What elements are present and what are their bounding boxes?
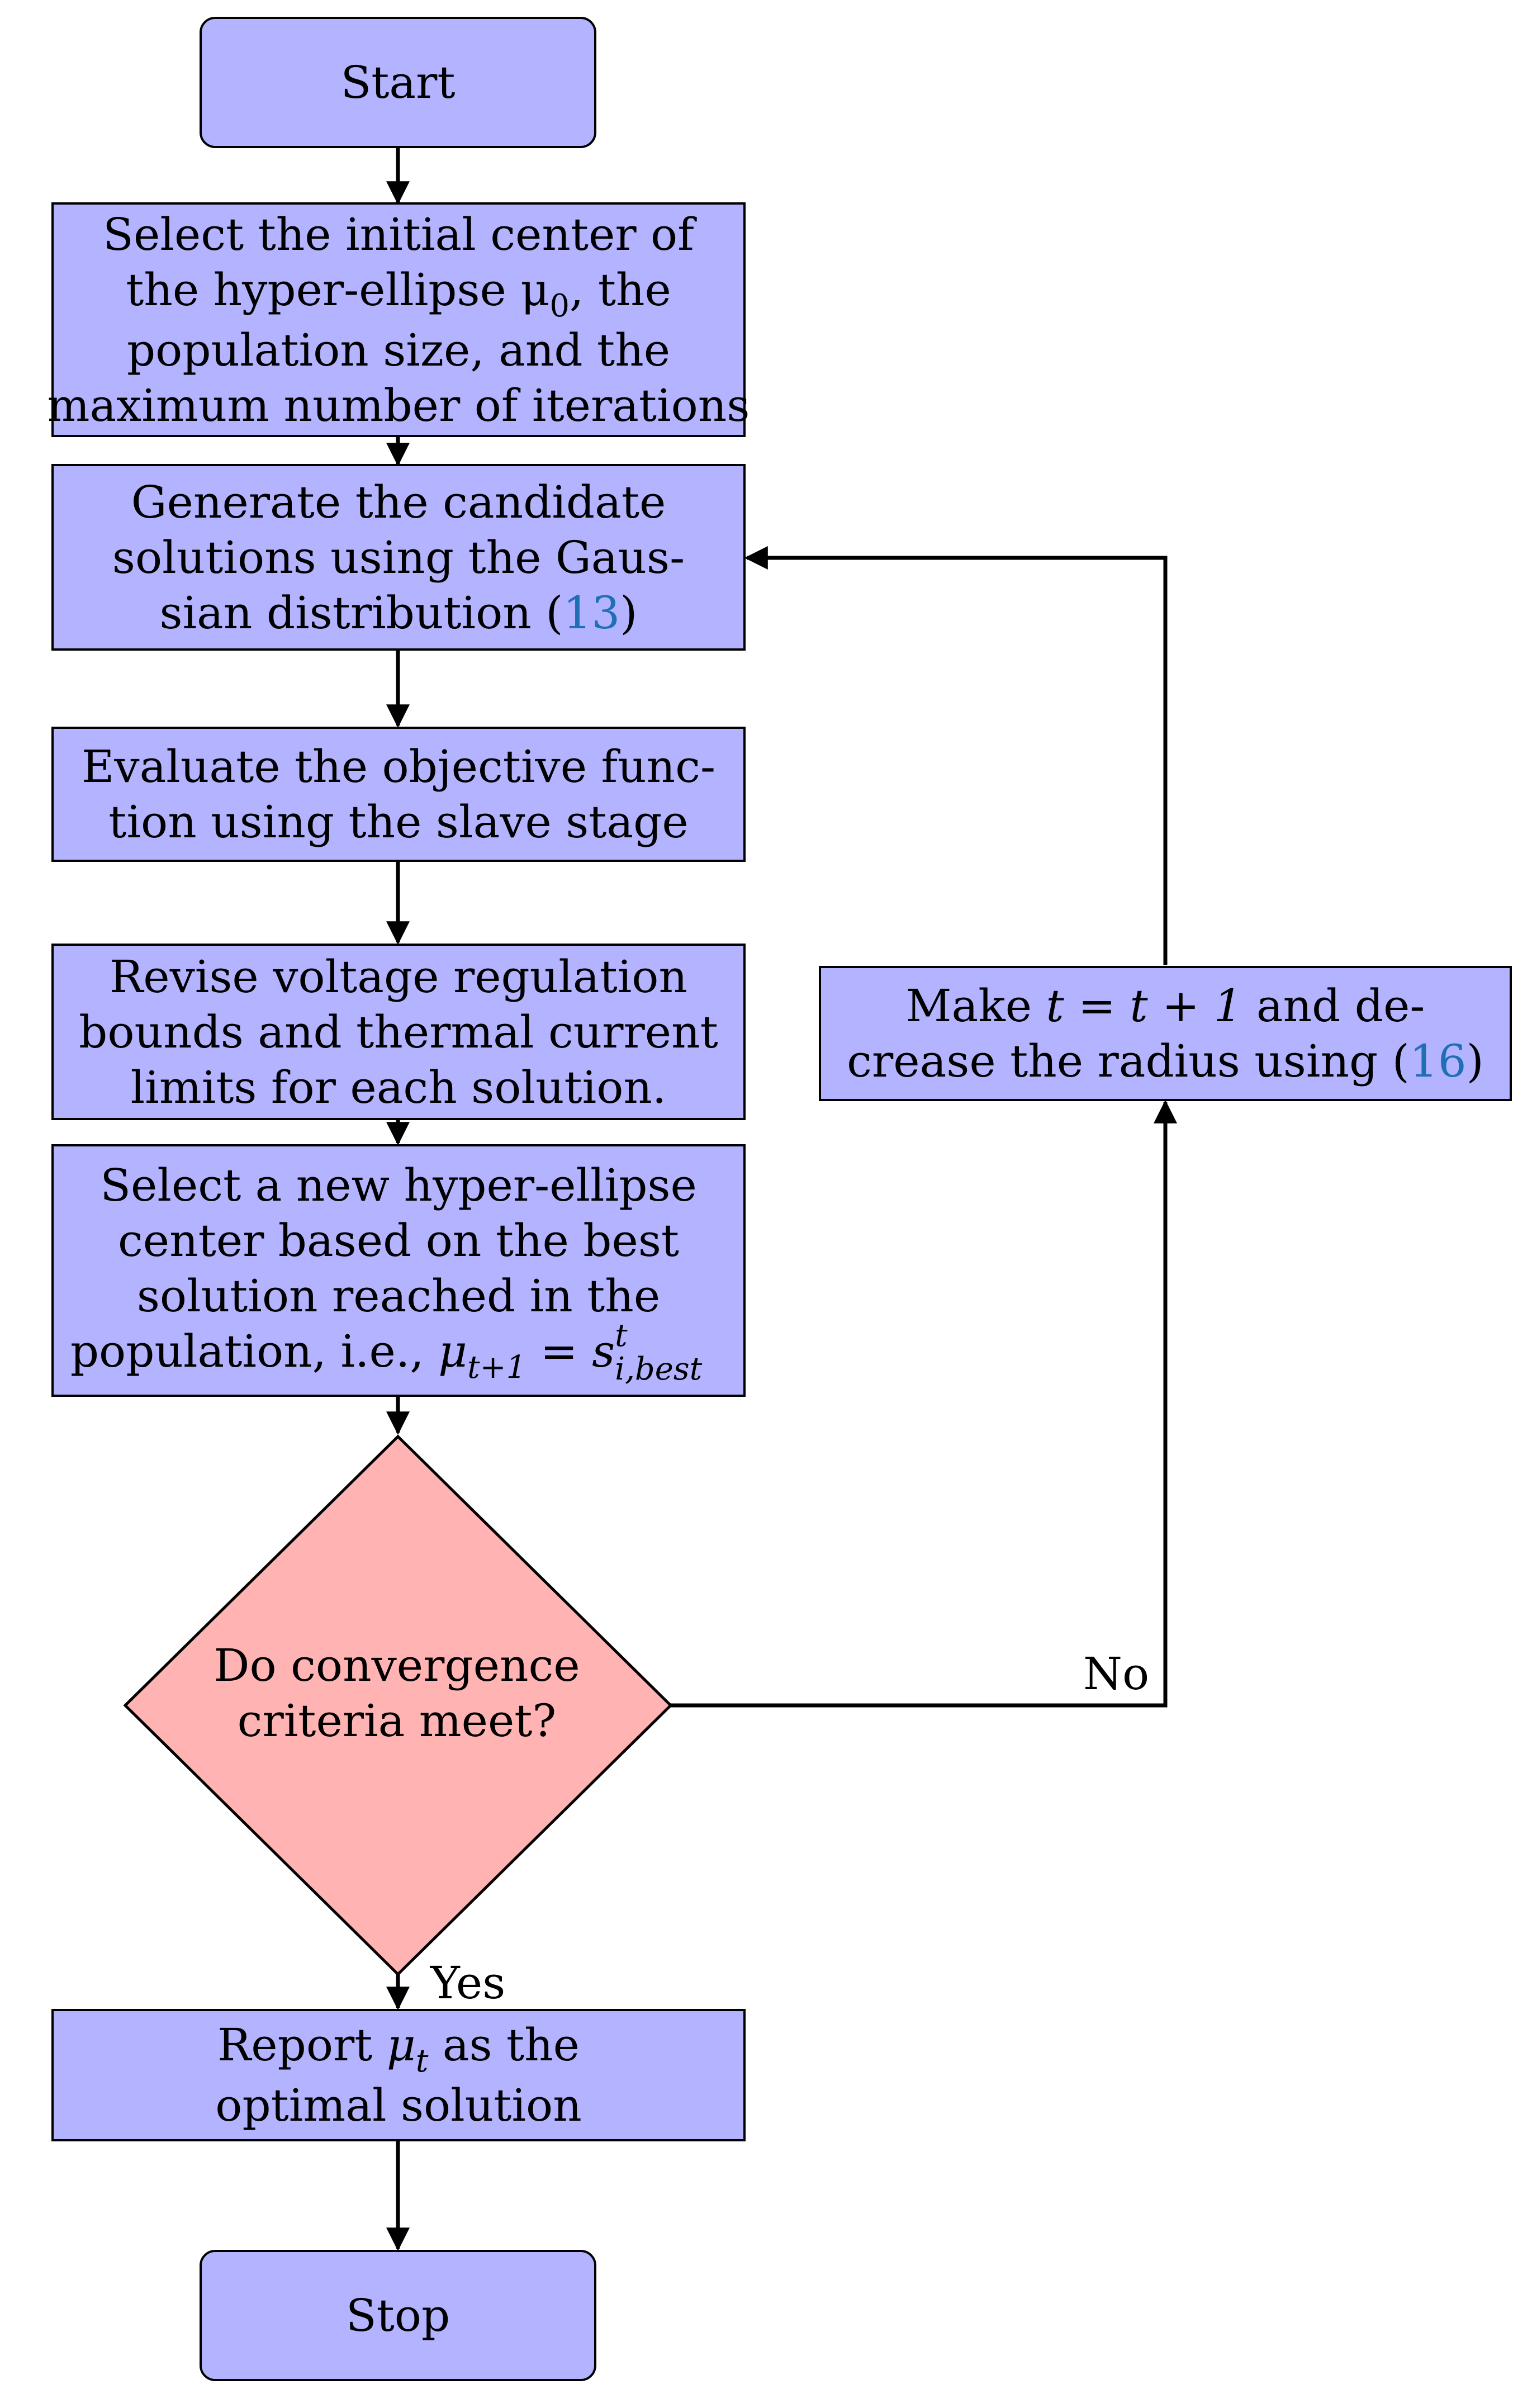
revise-line-1: Revise voltage regulation	[110, 950, 687, 1003]
init-mu-subscript: 0	[549, 287, 570, 324]
select-line-4-text: population, i.e.,	[70, 1325, 439, 1377]
init-line-2: the hyper-ellipse μ0, the	[48, 262, 750, 324]
select-formula-sup: t	[615, 1317, 628, 1354]
revise-node: Revise voltage regulation bounds and the…	[51, 944, 746, 1120]
report-line-1: Report μt as the	[215, 2017, 581, 2079]
report-mu: μ	[386, 2019, 416, 2071]
equation-ref-13[interactable]: 13	[563, 586, 620, 639]
evaluate-line-2: tion using the slave stage	[108, 796, 689, 848]
init-line-2-text: the hyper-ellipse μ	[126, 263, 550, 316]
arrow-update-to-generate	[744, 546, 1168, 965]
decision-diamond	[123, 1434, 673, 1976]
select-formula-mu-subscript: t+1	[467, 1349, 527, 1386]
update-line-2: crease the radius using (16)	[847, 1034, 1484, 1089]
decision-line-1: Do convergence	[214, 1639, 580, 1691]
select-line-3: solution reached in the	[136, 1269, 661, 1322]
select-formula-sub: i,best	[615, 1350, 703, 1387]
select-formula-eq: = s	[526, 1325, 615, 1377]
init-node: Select the initial center of the hyper-e…	[48, 202, 750, 437]
init-line-3: population size, and the	[126, 324, 671, 376]
no-label: No	[1083, 1648, 1150, 1700]
select-center-node: Select a new hyper-ellipse center based …	[51, 1144, 746, 1397]
init-line-4: maximum number of iterations	[47, 379, 750, 432]
generate-line-3: sian distribution (13)	[112, 585, 685, 641]
stop-node: Stop	[200, 2250, 596, 2381]
update-node: Make t = t + 1 and de- crease the radius…	[819, 966, 1512, 1101]
update-line-2-text: crease the radius using (	[847, 1035, 1410, 1087]
update-formula: t = t + 1	[1046, 980, 1242, 1032]
update-close: )	[1466, 1035, 1484, 1087]
revise-line-2: bounds and thermal current	[79, 1006, 718, 1058]
report-node: Report μt as the optimal solution	[51, 2009, 746, 2141]
select-line-1: Select a new hyper-ellipse	[100, 1159, 697, 1211]
start-label: Start	[340, 56, 456, 108]
generate-node: Generate the candidate solutions using t…	[51, 464, 746, 651]
equation-ref-16[interactable]: 16	[1409, 1035, 1467, 1087]
init-line-1: Select the initial center of	[103, 208, 694, 260]
evaluate-line-1: Evaluate the objective func-	[82, 741, 715, 793]
generate-line-2: solutions using the Gaus-	[112, 531, 685, 584]
stop-label: Stop	[345, 2290, 450, 2341]
decision-line-2: criteria meet?	[237, 1695, 557, 1747]
generate-close: )	[620, 586, 638, 639]
report-line-1-text: Report	[217, 2019, 387, 2071]
start-node: Start	[200, 17, 596, 148]
evaluate-node: Evaluate the objective func- tion using …	[51, 727, 746, 862]
init-line-2-tail: , the	[569, 263, 671, 316]
update-line-1: Make t = t + 1 and de-	[847, 978, 1484, 1034]
update-line-1-text: Make	[905, 980, 1046, 1032]
report-line-1-tail: as the	[428, 2019, 580, 2071]
generate-line-3-text: sian distribution (	[159, 586, 563, 639]
yes-label: Yes	[430, 1957, 506, 2009]
update-line-1-tail: and de-	[1242, 980, 1425, 1032]
decision-label: Do convergence criteria meet?	[124, 1638, 670, 1748]
select-line-2: center based on the best	[117, 1214, 680, 1267]
arrow-decision-to-update	[671, 1099, 1177, 1708]
select-formula-mu: μ	[438, 1325, 468, 1377]
revise-line-3: limits for each solution.	[130, 1061, 667, 1113]
generate-line-1: Generate the candidate	[131, 476, 666, 528]
report-line-2: optimal solution	[215, 2079, 582, 2131]
report-mu-subscript: t	[415, 2043, 429, 2079]
